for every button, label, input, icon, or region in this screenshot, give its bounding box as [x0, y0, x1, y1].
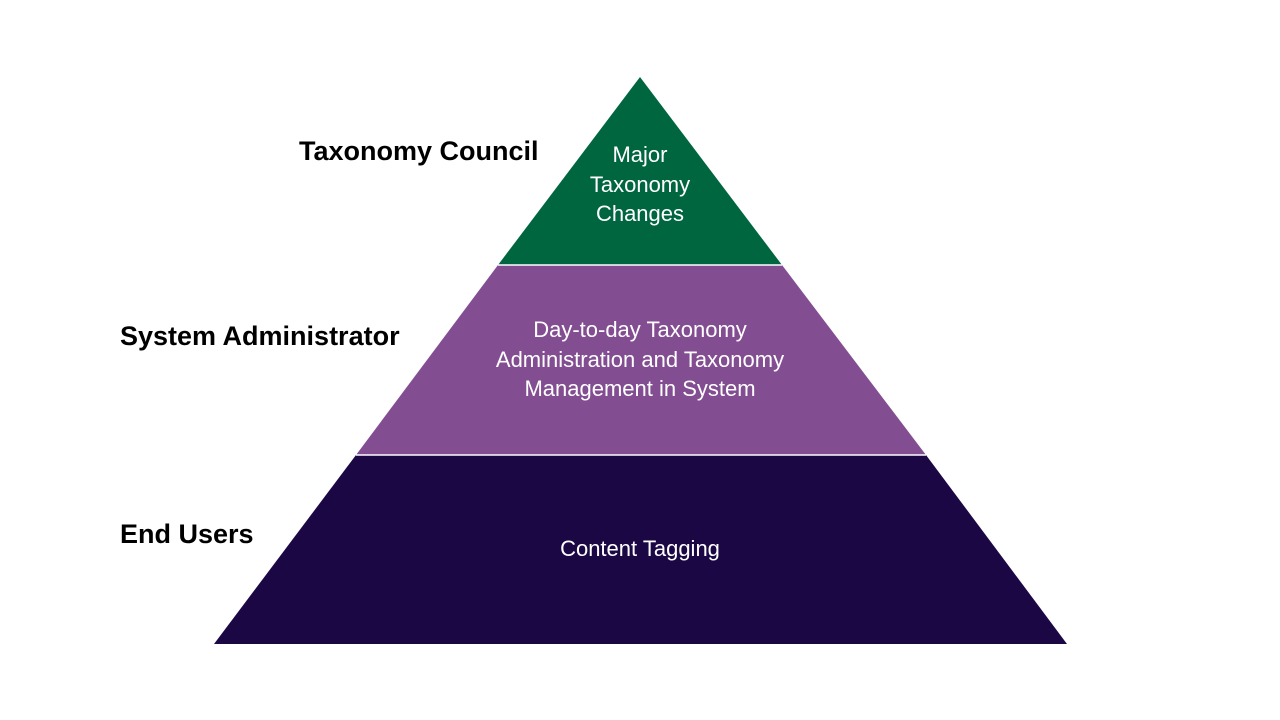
tier-text-content-tagging: Content Tagging: [440, 534, 840, 564]
role-label-system-administrator: System Administrator: [120, 321, 400, 351]
tier-text-line: Changes: [595, 201, 685, 226]
tier-text-major-taxonomy-changes: Major Taxonomy Changes: [540, 140, 740, 229]
tier-text-line: Content Tagging: [560, 536, 720, 561]
role-label-end-users: End Users: [120, 519, 254, 549]
role-label-taxonomy-council: Taxonomy Council: [299, 136, 539, 166]
tier-text-line: Major: [612, 142, 668, 167]
tier-text-day-to-day-administration: Day-to-day Taxonomy Administration and T…: [440, 315, 840, 404]
tier-text-line: Management in System: [524, 376, 756, 401]
pyramid-tier-bottom: [214, 455, 1067, 644]
pyramid-tier-top: [498, 77, 782, 265]
pyramid-tier-middle: [356, 265, 926, 455]
tier-text-line: Administration and Taxonomy: [495, 346, 785, 372]
tier-text-line: Day-to-day Taxonomy: [533, 317, 747, 342]
tier-text-line: Taxonomy: [589, 171, 691, 197]
